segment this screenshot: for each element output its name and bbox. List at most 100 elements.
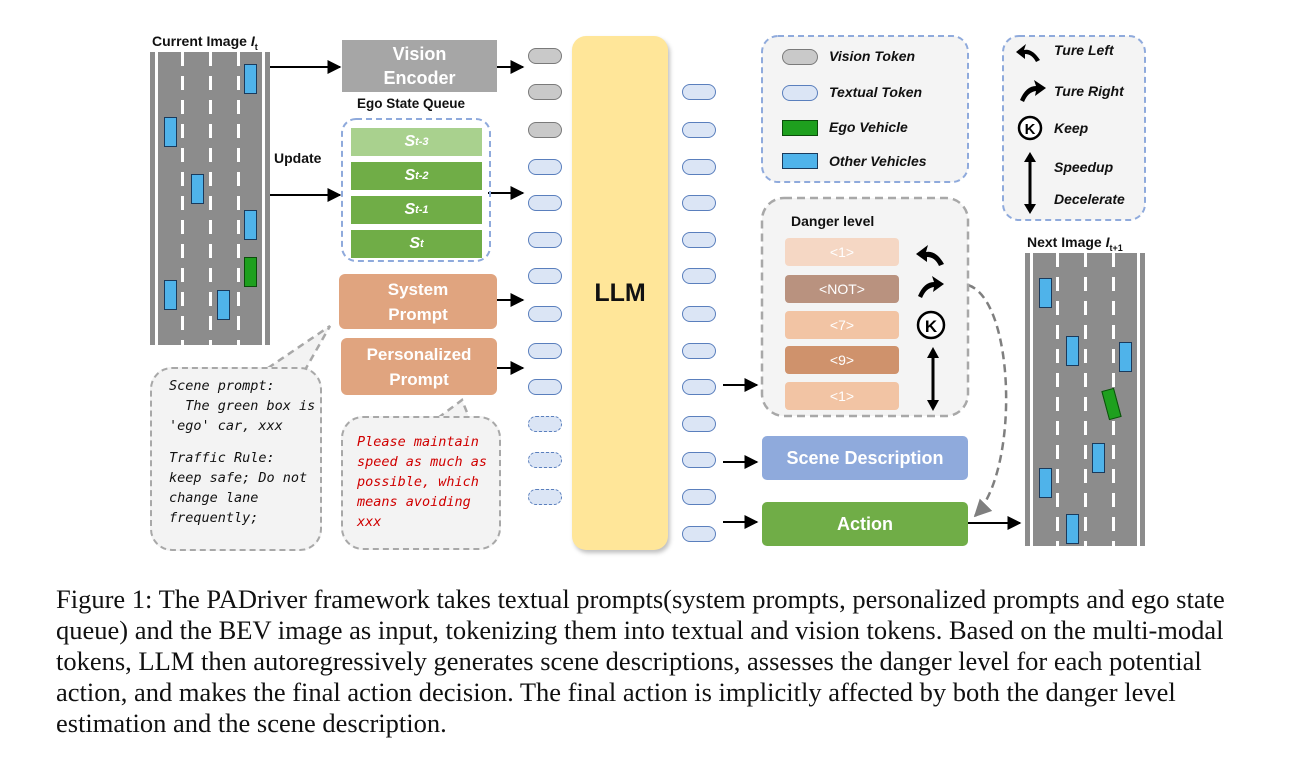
next-image-subscript: t+1: [1109, 242, 1123, 253]
scene-description-box: Scene Description: [762, 436, 968, 480]
textual-token: [682, 84, 716, 100]
textual-token: [682, 122, 716, 138]
other-vehicle: [1066, 514, 1079, 544]
legend-actions-frame: [1002, 35, 1146, 221]
state-base: S: [409, 235, 420, 252]
other-vehicle: [1066, 336, 1079, 366]
other-vehicle: [191, 174, 204, 204]
textual-token: [682, 526, 716, 542]
next-image-label: Next Image It+1: [1027, 234, 1123, 253]
vision-encoder-line1: Vision: [392, 44, 447, 64]
textual-token: [682, 343, 716, 359]
scene-bubble-line: [169, 436, 320, 448]
state-base: S: [404, 133, 416, 150]
current-image-label-text: Current Image: [152, 33, 247, 49]
other-vehicle: [164, 117, 177, 147]
other-vehicle: [1119, 342, 1132, 372]
legend-vision-token-swatch: [782, 49, 818, 65]
textual-token: [682, 195, 716, 211]
figure-caption: Figure 1: The PADriver framework takes t…: [56, 584, 1225, 738]
textual-token: [682, 232, 716, 248]
legend-other-vehicles-swatch: [782, 153, 818, 169]
vision-encoder-line2: Encoder: [383, 68, 456, 88]
textual-token: [528, 232, 562, 248]
llm-block: LLM: [572, 36, 668, 550]
textual-token: [528, 195, 562, 211]
danger-turn-left-icon: [916, 245, 944, 266]
personal-bubble-line: possible, which: [357, 474, 479, 490]
keep-icon: [1017, 115, 1043, 141]
danger-level-keep: <7>: [785, 311, 899, 339]
personal-bubble-line: means avoiding: [357, 494, 471, 510]
scene-bubble-line: change lane: [169, 490, 259, 506]
update-label: Update: [274, 150, 322, 166]
textual-token: [682, 489, 716, 505]
legend-vision-token-label: Vision Token: [829, 48, 916, 64]
personalized-prompt-box: Personalized Prompt: [341, 338, 497, 395]
scene-bubble-line: frequently;: [169, 510, 259, 526]
textual-token: [682, 159, 716, 175]
legend-turn-left-label: Ture Left: [1054, 42, 1114, 58]
vision-token: [528, 48, 562, 64]
current-image-label: Current Image It: [152, 33, 258, 52]
current-image-road: [150, 52, 270, 345]
ego-queue-frame: [341, 118, 491, 262]
textual-token: [528, 306, 562, 322]
action-label: Action: [837, 513, 893, 534]
other-vehicle: [244, 64, 257, 94]
legend-ego-vehicle-swatch: [782, 120, 818, 136]
ego-vehicle: [244, 257, 257, 287]
personal-bubble-line: speed as much as: [357, 454, 488, 470]
system-prompt-line1: System: [387, 279, 449, 299]
personal-bubble-line: xxx: [357, 514, 382, 530]
scene-bubble-line: 'ego' car, xxx: [169, 418, 283, 434]
state-base: S: [404, 167, 416, 184]
personalized-prompt-bubble: Please maintain speed as much as possibl…: [341, 416, 501, 550]
personalized-prompt-line2: Prompt: [389, 369, 449, 389]
vision-encoder-box: Vision Encoder: [342, 40, 497, 92]
other-vehicle: [1092, 443, 1105, 473]
textual-token: [528, 343, 562, 359]
textual-token: [682, 416, 716, 432]
scene-bubble-line: keep safe; Do not: [169, 470, 308, 486]
legend-turn-right-label: Ture Right: [1054, 83, 1124, 99]
other-vehicle: [217, 290, 230, 320]
scene-prompt-bubble: Scene prompt: The green box is 'ego' car…: [150, 367, 322, 551]
state-base: S: [404, 201, 416, 218]
legend-other-vehicles-label: Other Vehicles: [829, 153, 927, 169]
danger-level-speedup: <9>: [785, 346, 899, 374]
textual-token: [682, 379, 716, 395]
next-image-label-text: Next Image: [1027, 234, 1102, 250]
arrow-danger-to-action: [967, 283, 1008, 518]
personalized-prompt-line1: Personalized: [366, 344, 472, 364]
other-vehicle: [1039, 468, 1052, 498]
other-vehicle: [1039, 278, 1052, 308]
legend-decelerate-label: Decelerate: [1054, 191, 1125, 207]
scene-bubble-line: Scene prompt:: [169, 378, 275, 394]
llm-label: LLM: [594, 278, 646, 307]
legend-keep-label: Keep: [1054, 120, 1089, 136]
state-sub: t-3: [415, 136, 429, 148]
personal-bubble-line: Please maintain: [357, 434, 479, 450]
turn-right-icon: [1020, 80, 1046, 102]
textual-token: [528, 379, 562, 395]
scene-description-label: Scene Description: [786, 447, 944, 468]
ego-queue-title: Ego State Queue: [357, 96, 466, 111]
system-prompt-box: System Prompt: [339, 274, 497, 329]
next-image-road: [1025, 253, 1145, 546]
textual-token: [682, 452, 716, 468]
turn-left-icon: [1016, 44, 1040, 62]
danger-level-title: Danger level: [791, 213, 875, 229]
scene-bubble-line: Traffic Rule:: [169, 450, 275, 466]
legend-textual-token-swatch: [782, 85, 818, 101]
vision-token: [528, 84, 562, 100]
danger-keep-icon: [916, 310, 946, 340]
textual-token-pending: [528, 416, 562, 432]
danger-turn-right-icon: [918, 276, 944, 298]
ego-vehicle: [1101, 387, 1122, 421]
